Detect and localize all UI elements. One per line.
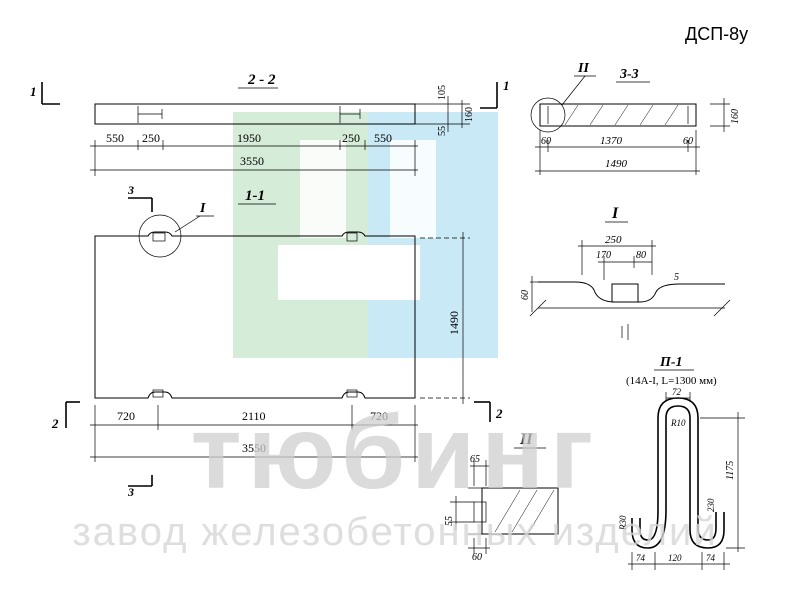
node-I-dim-80: 80 — [636, 250, 646, 261]
node-I-detail: I 250 170 80 60 5 — [520, 205, 731, 340]
section-1-1: 1-1 3 I 1490 2 2 720 2110 720 — [51, 183, 503, 499]
node-I-dim-250: 250 — [605, 234, 622, 246]
loop-P1-dim-74-right: 74 — [706, 553, 716, 563]
loop-P1-dim-R30: R30 — [618, 515, 628, 531]
slab-plan-outline — [94, 231, 416, 399]
section-2-2-label: 2 - 2 — [247, 72, 276, 88]
node-II-detail: II 65 55 60 — [444, 431, 559, 563]
node-II-dim-60: 60 — [472, 552, 482, 563]
section-1-1-label: 1-1 — [245, 188, 265, 204]
section-mark-1-right: 1 — [503, 78, 510, 93]
dim-3-3-total: 1490 — [605, 158, 628, 170]
loop-P1-dim-R10: R10 — [670, 418, 686, 428]
dim-1-1-seg-720-left: 720 — [117, 409, 135, 423]
node-II-dim-65: 65 — [470, 454, 480, 465]
node-I-recess-profile — [538, 281, 725, 303]
dim-1-1-seg-720-right: 720 — [370, 409, 388, 423]
dim-2-2-seg-250-left: 250 — [142, 131, 160, 145]
section-mark-2-right: 2 — [495, 406, 503, 421]
section-3-3: 3-3 II 160 60 1370 60 1490 — [530, 61, 741, 175]
loop-P1-dim-74-left: 74 — [636, 553, 646, 563]
node-I-dim-60: 60 — [520, 290, 531, 300]
dim-2-2-seg-550-left: 550 — [106, 131, 124, 145]
slab-side-view — [94, 103, 416, 125]
node-I-dim-170: 170 — [596, 250, 611, 261]
node-II-detail-label: II — [519, 431, 533, 448]
node-II-dim-55: 55 — [444, 516, 455, 526]
dim-2-2-seg-250-right: 250 — [342, 131, 360, 145]
section-mark-3-bottom: 3 — [127, 485, 134, 499]
loop-P1-detail: П-1 (14А-I, L=1300 мм) 72 R10 1175 230 R… — [618, 355, 745, 570]
dim-2-2-seg-1950: 1950 — [237, 131, 261, 145]
dim-2-2-total: 3550 — [240, 154, 264, 168]
node-II-label: II — [577, 61, 589, 76]
section-mark-1-left: 1 — [30, 84, 37, 99]
drawing-title: ДСП-8у — [685, 24, 748, 44]
watermark-white-slot — [300, 140, 346, 238]
node-I-detail-label: I — [611, 205, 619, 222]
dim-3-3-60-right: 60 — [683, 136, 693, 147]
node-II-callout-circle — [530, 97, 566, 133]
loop-P1-shape — [665, 405, 725, 549]
node-I-dim-5: 5 — [674, 272, 679, 283]
slab-cross-section — [539, 103, 697, 127]
dim-1-1-seg-2110: 2110 — [242, 409, 266, 423]
loop-P1-spec: (14А-I, L=1300 мм) — [626, 375, 717, 387]
watermark-subtitle: завод железобетонных изделий — [72, 510, 717, 554]
watermark-logo — [233, 112, 498, 358]
dim-2-2-height-55: 55 — [437, 126, 448, 136]
dim-1-1-total: 3550 — [242, 441, 266, 455]
node-I-label: I — [199, 201, 206, 216]
dim-3-3-60-left: 60 — [541, 136, 551, 147]
loop-P1-dim-230: 230 — [706, 498, 716, 512]
loop-P1-dim-72: 72 — [672, 387, 682, 397]
section-2-2: 2 - 2 1 1 105 55 160 550 250 1 — [30, 72, 510, 176]
watermark-white-slot-2 — [390, 140, 436, 238]
dim-3-3-height: 160 — [730, 109, 741, 124]
dim-2-2-height-160: 160 — [464, 107, 475, 122]
section-mark-2-left: 2 — [51, 416, 59, 431]
dim-1-1-height: 1490 — [447, 311, 461, 335]
loop-P1-dim-120: 120 — [668, 553, 682, 563]
node-II-section — [481, 487, 559, 535]
section-mark-3-top: 3 — [127, 183, 134, 197]
section-3-3-label: 3-3 — [619, 67, 639, 82]
dim-2-2-seg-550-right: 550 — [374, 131, 392, 145]
dim-3-3-1370: 1370 — [600, 135, 623, 147]
watermark-brand: тюбинг — [191, 395, 600, 511]
loop-P1-dim-1175: 1175 — [725, 461, 736, 480]
dim-2-2-height-105: 105 — [437, 85, 448, 100]
loop-P1-label: П-1 — [659, 355, 683, 370]
